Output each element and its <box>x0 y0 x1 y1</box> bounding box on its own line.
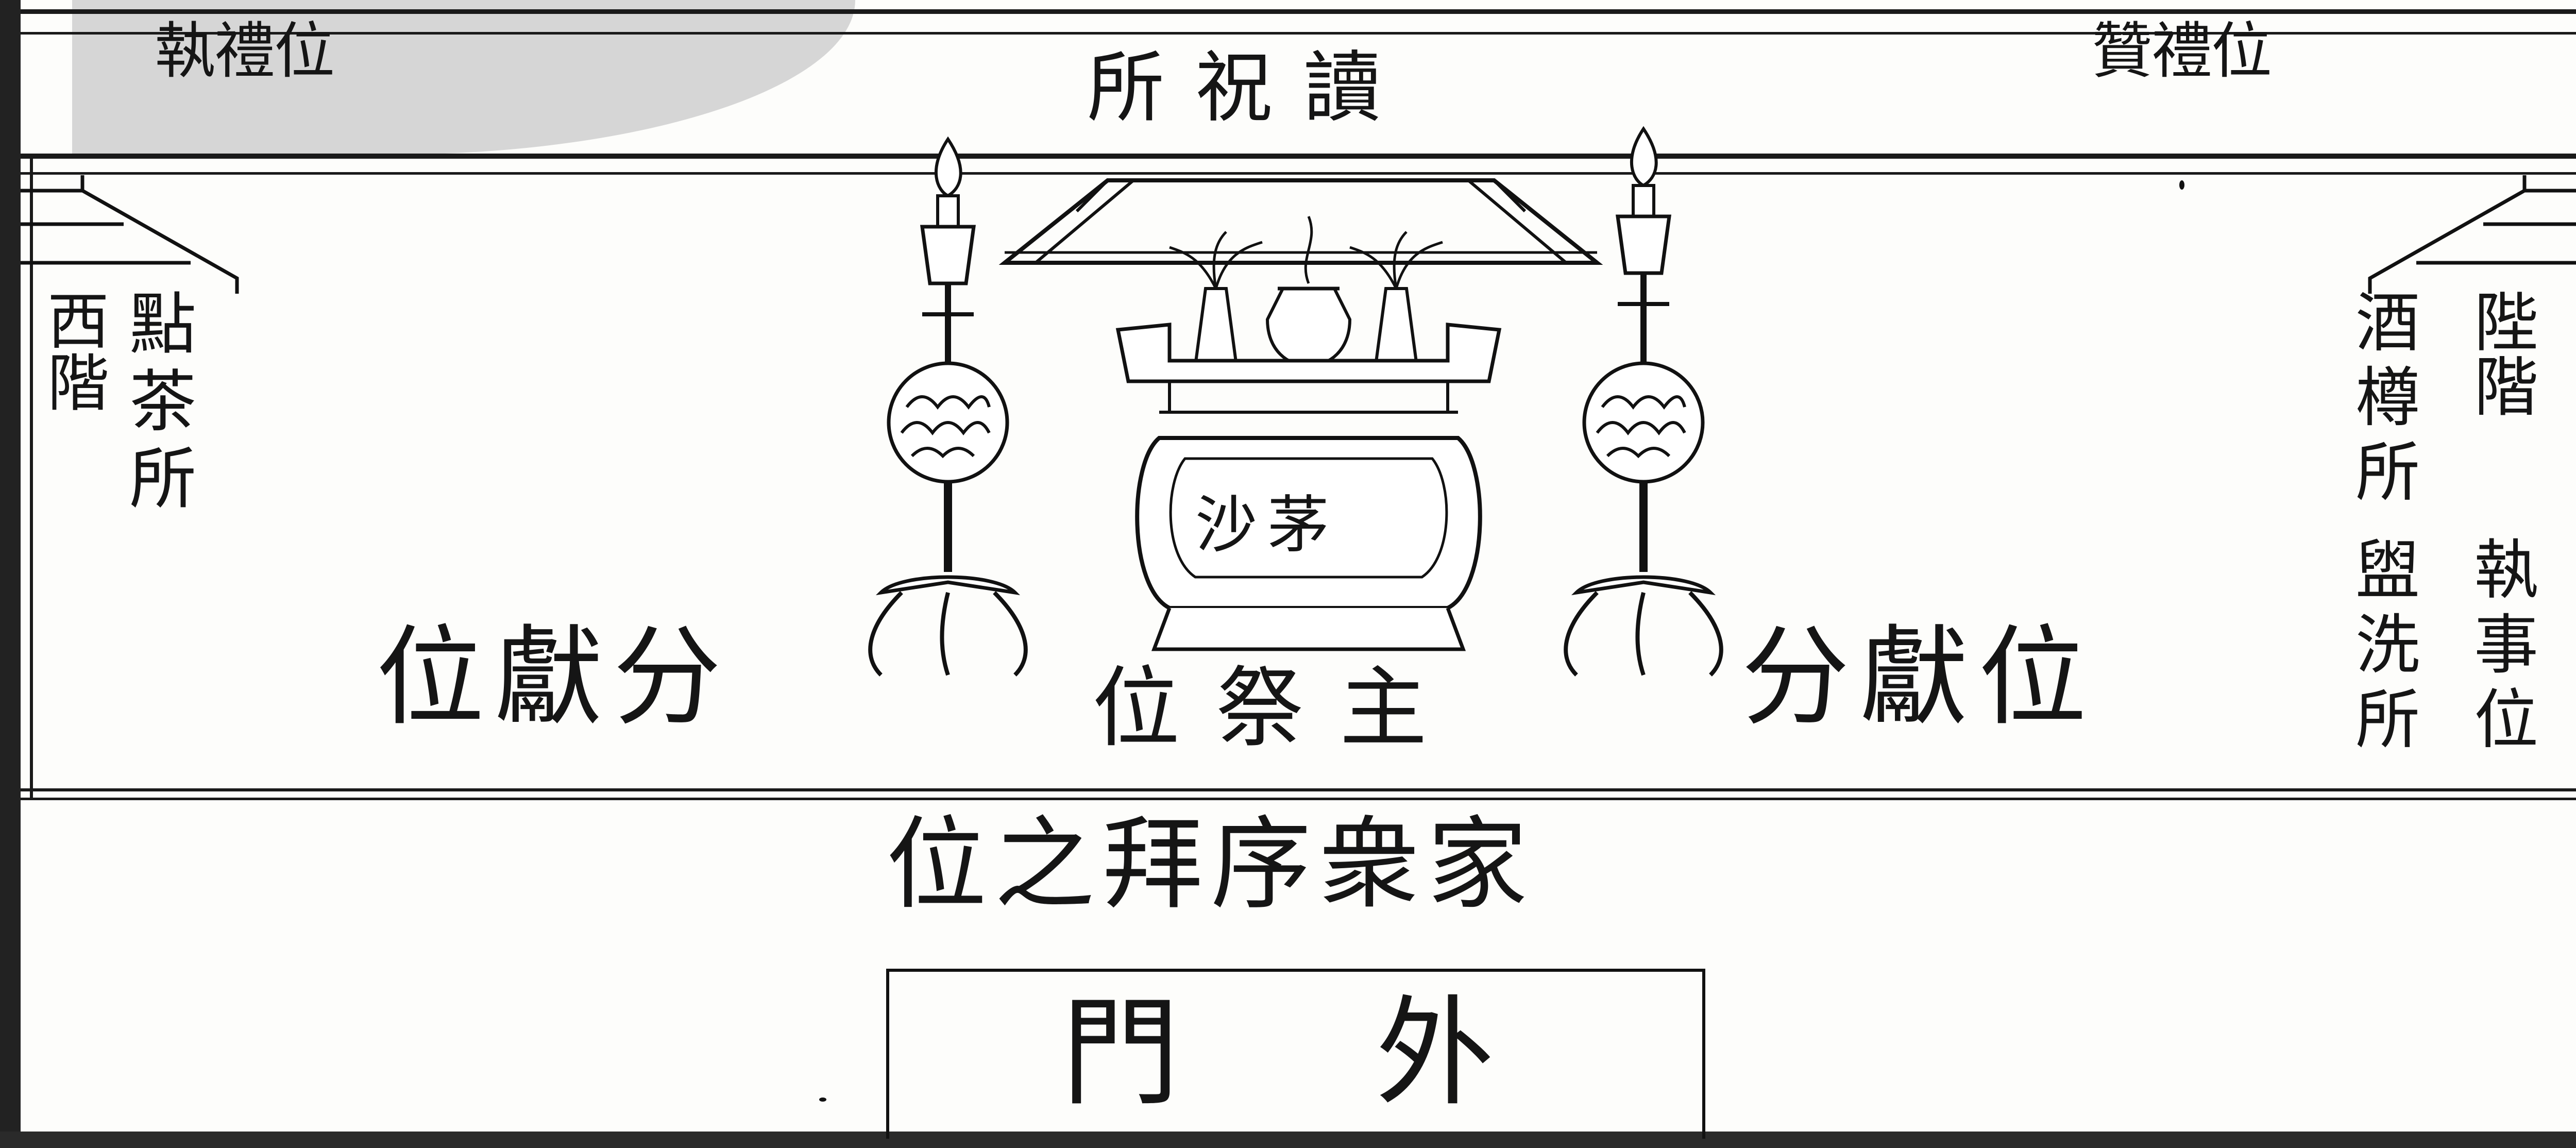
label-dian-cha-suo: 點茶所 <box>118 289 196 520</box>
label-zhu-ji-wei: 主祭位 <box>1092 657 1464 759</box>
right-roof-corner <box>2368 175 2576 294</box>
left-candlestick <box>868 136 1028 677</box>
label-bi-jie: 陛階 <box>2463 289 2537 417</box>
altar-table <box>1115 216 1502 651</box>
label-xi-jie: 西階 <box>37 289 108 412</box>
outer-gate <box>886 969 1705 1139</box>
label-jiu-zun-suo: 酒樽所 <box>2344 289 2419 513</box>
label-zanli-wei: 贊禮位 <box>2092 15 2272 87</box>
frame-left-border <box>0 0 21 1148</box>
band-rule-2 <box>21 172 2576 175</box>
hall-bottom-rule-1 <box>21 788 2576 791</box>
label-du-zhu-suo: 讀祝所 <box>1087 43 1412 133</box>
top-rule-1 <box>21 9 2576 14</box>
ink-speck <box>2179 180 2184 190</box>
label-guan-xi-suo: 盥洗所 <box>2344 536 2419 760</box>
label-right-fen-xian-wei: 分獻位 <box>1741 614 2097 740</box>
hall-bottom-rule-2 <box>21 798 2576 800</box>
ink-speck <box>819 1098 826 1102</box>
label-zhili-wei: 執禮位 <box>155 15 335 87</box>
band-rule-1 <box>21 154 2576 159</box>
frame-bottom-border <box>0 1132 2576 1148</box>
label-jia-zhong-xu-bai-zhi-wei: 家衆序拜之位 <box>886 806 1535 923</box>
label-mao-sha: 茅沙 <box>1195 489 1340 561</box>
right-candlestick <box>1564 126 1723 677</box>
label-wai-men: 外門 <box>1061 985 1690 1122</box>
top-rule-2 <box>21 32 2576 35</box>
hall-left-post <box>30 154 33 798</box>
label-zhi-shi-wei: 執事位 <box>2463 536 2537 760</box>
left-roof-corner <box>21 175 239 294</box>
central-canopy <box>998 178 1603 265</box>
label-left-fen-xian-wei: 分獻位 <box>376 614 732 740</box>
